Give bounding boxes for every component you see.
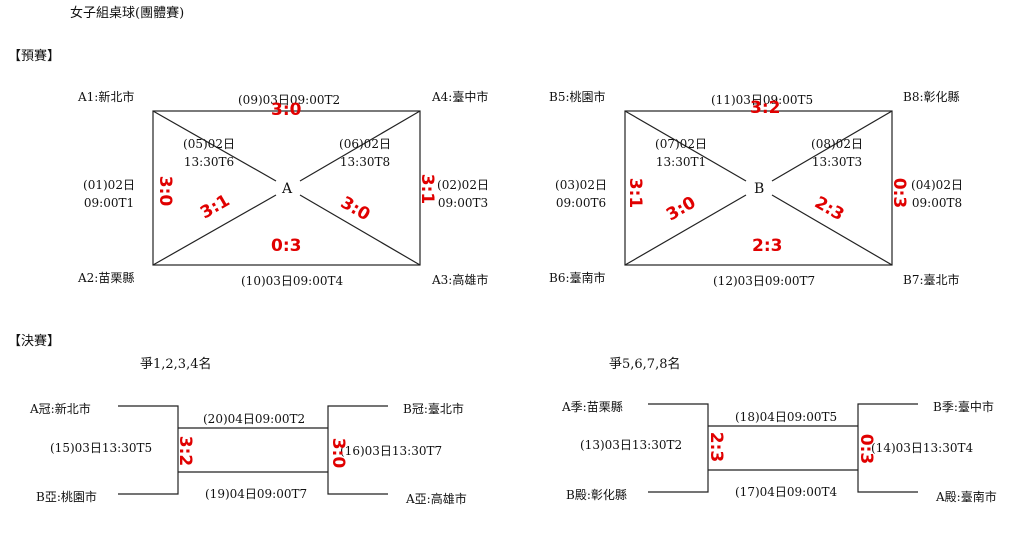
group-b-score-left: 3:1	[625, 177, 646, 209]
final2-match-top: (18)04日09:00T5	[735, 410, 838, 424]
group-a-team-tl: A1:新北市	[78, 90, 135, 104]
group-a-score-left: 3:0	[155, 175, 176, 207]
group-a-match-diag-r-2: 13:30T8	[339, 155, 391, 169]
final2-match-right: (14)03日13:30T4	[871, 441, 974, 455]
group-b-match-bottom: (12)03日09:00T7	[713, 274, 816, 288]
final1-score-left: 3:2	[175, 435, 196, 467]
group-b-diag-tr	[771, 110, 893, 182]
group-a-match-right-2: 09:00T3	[437, 196, 489, 210]
group-b-match-diag-l-2: 13:30T1	[655, 155, 707, 169]
final1-team-tl: A冠:新北市	[30, 402, 91, 416]
group-a-match-left-1: (01)02日	[83, 178, 135, 192]
group-b-box	[624, 110, 893, 266]
group-a-diag-tl	[152, 110, 277, 182]
group-b-match-right-1: (04)02日	[911, 178, 963, 192]
final2-team-tr: B季:臺中市	[933, 400, 994, 414]
final2-heading: 爭5,6,7,8名	[609, 357, 681, 372]
final1-team-tr: B冠:臺北市	[403, 402, 464, 416]
group-a-match-top: (09)03日09:00T2	[238, 93, 341, 107]
group-b-team-tl: B5:桃園市	[549, 90, 606, 104]
final2-left-bracket	[648, 403, 709, 493]
group-a-diag-tr	[299, 110, 421, 182]
group-b-match-right-2: 09:00T8	[911, 196, 963, 210]
final1-match-right: (16)03日13:30T7	[340, 444, 443, 458]
final1-left-bracket	[118, 405, 179, 495]
group-b-team-tr: B8:彰化縣	[903, 90, 960, 104]
final1-right-bracket	[327, 405, 388, 495]
final2-match-left: (13)03日13:30T2	[580, 438, 683, 452]
final2-team-bl: B殿:彰化縣	[566, 488, 627, 502]
group-b-match-diag-l-1: (07)02日	[655, 137, 707, 151]
group-a-match-bottom: (10)03日09:00T4	[241, 274, 344, 288]
final1-heading: 爭1,2,3,4名	[140, 357, 212, 372]
group-a-box	[152, 110, 421, 266]
group-a-match-diag-l-2: 13:30T6	[183, 155, 235, 169]
final2-team-br: A殿:臺南市	[936, 490, 997, 504]
group-a-letter: A	[282, 181, 293, 197]
group-a-team-br: A3:高雄市	[432, 273, 489, 287]
group-b-score-bottom: 2:3	[752, 236, 783, 256]
group-a-score-top: 3:0	[271, 100, 302, 120]
section-final: 【決賽】	[8, 334, 61, 349]
group-a-diag-br	[299, 194, 421, 266]
group-b-letter: B	[754, 181, 765, 197]
final2-match-bottom: (17)04日09:00T4	[735, 485, 838, 499]
group-b-diag-bl	[624, 194, 747, 266]
group-b-diag-tl	[624, 110, 747, 182]
group-b-score-top: 3:2	[750, 98, 781, 118]
group-a-match-left-2: 09:00T1	[83, 196, 135, 210]
final1-match-bottom: (19)04日09:00T7	[205, 487, 308, 501]
group-b-match-diag-r-2: 13:30T3	[811, 155, 863, 169]
final2-score-right: 0:3	[856, 433, 877, 465]
final1-match-left: (15)03日13:30T5	[50, 441, 153, 455]
group-a-team-bl: A2:苗栗縣	[78, 271, 135, 285]
final1-team-br: A亞:高雄市	[406, 492, 467, 506]
page-title: 女子組桌球(團體賽)	[70, 6, 185, 21]
group-b-team-bl: B6:臺南市	[549, 271, 606, 285]
group-a-diag-bl	[152, 194, 277, 266]
group-a-team-tr: A4:臺中市	[432, 90, 489, 104]
final1-score-right: 3:0	[328, 437, 349, 469]
final2-score-left: 2:3	[706, 431, 727, 463]
group-a-match-right-1: (02)02日	[437, 178, 489, 192]
final1-match-top: (20)04日09:00T2	[203, 412, 306, 426]
group-b-team-br: B7:臺北市	[903, 273, 960, 287]
group-b-score-right: 0:3	[889, 177, 910, 209]
final2-right-bracket	[857, 403, 918, 493]
group-b-match-diag-r-1: (08)02日	[811, 137, 863, 151]
group-a-score-right: 3:1	[417, 173, 438, 205]
group-a-match-diag-r-1: (06)02日	[339, 137, 391, 151]
group-a-score-bottom: 0:3	[271, 236, 302, 256]
group-b-match-top: (11)03日09:00T5	[711, 93, 814, 107]
group-b-match-left-2: 09:00T6	[555, 196, 607, 210]
final1-team-bl: B亞:桃園市	[36, 490, 97, 504]
section-prelim: 【預賽】	[8, 49, 61, 64]
group-b-diag-br	[771, 194, 893, 266]
group-a-match-diag-l-1: (05)02日	[183, 137, 235, 151]
final2-team-tl: A季:苗栗縣	[562, 400, 623, 414]
group-b-match-left-1: (03)02日	[555, 178, 607, 192]
